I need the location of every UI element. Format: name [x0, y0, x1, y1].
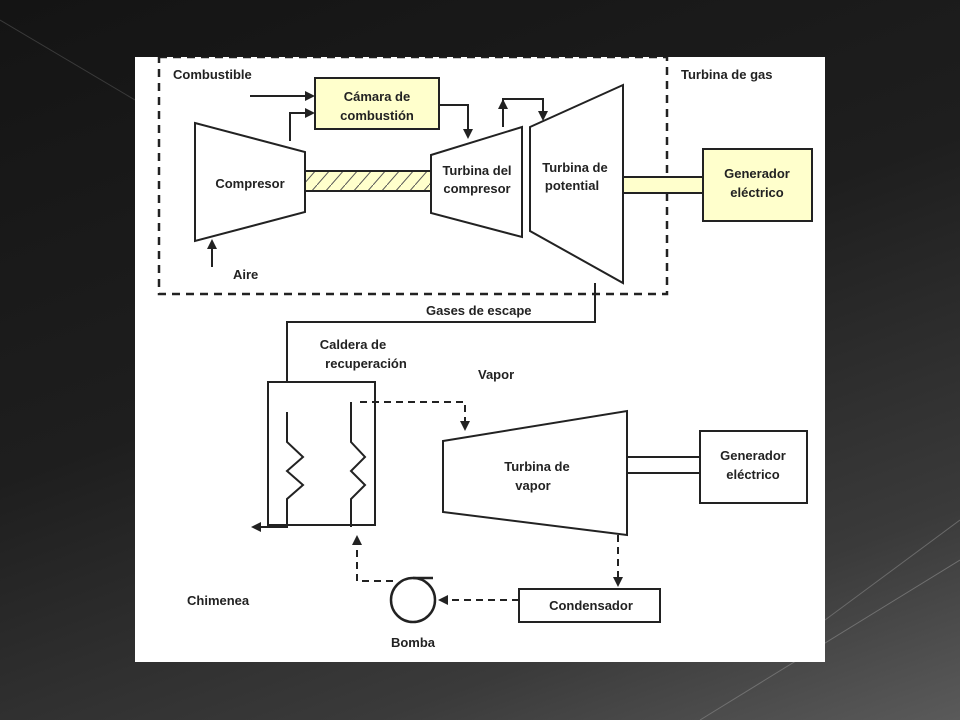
shaft-generator-2 [626, 456, 701, 474]
generator-1-label-2: eléctrico [730, 185, 784, 200]
shaft-compressor [304, 170, 432, 192]
shaft-generator-1 [622, 176, 704, 194]
label-aire: Aire [233, 267, 258, 282]
power-turbine-label-2: potential [545, 178, 599, 193]
boiler-label-2: recuperación [325, 356, 407, 371]
generator-1-label-1: Generador [724, 166, 790, 181]
label-turbina-de-gas: Turbina de gas [681, 67, 773, 82]
generator-1-box [702, 148, 813, 222]
label-bomba: Bomba [391, 635, 436, 650]
label-vapor: Vapor [478, 367, 514, 382]
boiler-label-1: Caldera de [320, 337, 386, 352]
steam-turbine-shape [442, 409, 628, 537]
combustion-chamber-label-2: combustión [340, 108, 414, 123]
steam-turbine-label-1: Turbina de [504, 459, 569, 474]
power-turbine-shape [529, 83, 624, 285]
pump-circle [389, 576, 437, 624]
combustion-chamber-box [314, 77, 440, 130]
generator-2-label-1: Generador [720, 448, 786, 463]
label-chimenea: Chimenea [187, 593, 250, 608]
combustion-chamber-label-1: Cámara de [344, 89, 410, 104]
gas-turbine-boundary [157, 55, 669, 296]
label-gases-escape: Gases de escape [426, 303, 532, 318]
generator-2-label-2: eléctrico [726, 467, 780, 482]
compressor-turbine-label-2: compresor [443, 181, 510, 196]
power-turbine-label-1: Turbina de [542, 160, 607, 175]
combined-cycle-diagram: Combustible Turbina de gas Cámara de com… [157, 55, 813, 650]
generator-2-box [699, 430, 808, 504]
compressor-label: Compresor [215, 176, 284, 191]
diagram-panel: Combustible Turbina de gas Cámara de com… [135, 55, 825, 662]
steam-turbine-label-2: vapor [515, 478, 550, 493]
condenser-box [518, 588, 661, 623]
label-combustible: Combustible [173, 67, 252, 82]
compressor-turbine-label-1: Turbina del [442, 163, 511, 178]
compressor-shape [194, 121, 306, 243]
recovery-boiler-box [267, 381, 376, 526]
condenser-label: Condensador [549, 598, 633, 613]
compressor-turbine-shape [430, 125, 523, 239]
